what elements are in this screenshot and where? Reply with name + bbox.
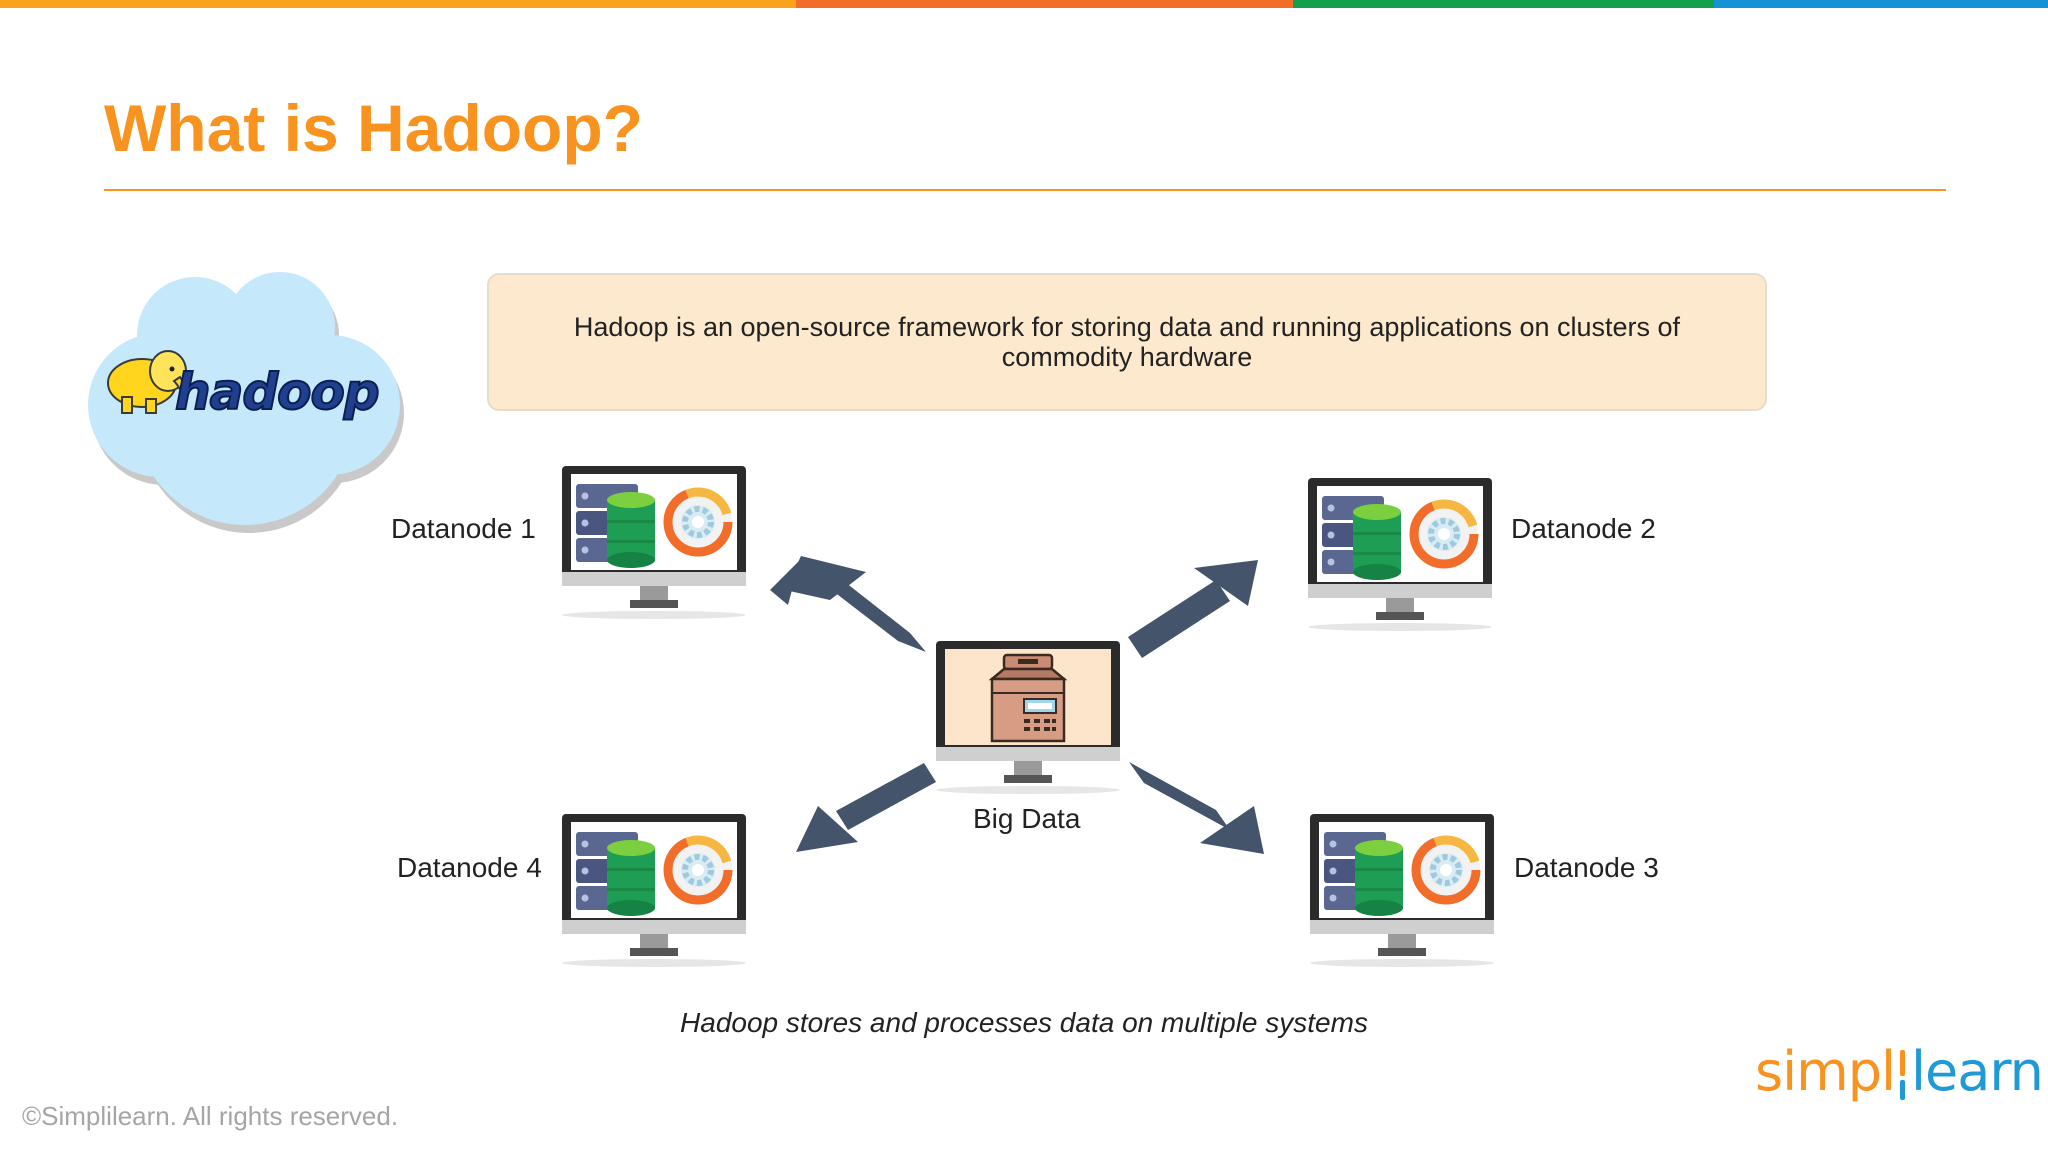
brand-text-part2: learn bbox=[1911, 1040, 2044, 1103]
datanode-1-label: Datanode 1 bbox=[391, 513, 536, 544]
copyright-footer: ©Simplilearn. All rights reserved. bbox=[22, 1101, 399, 1131]
arrow-to-datanode-4 bbox=[796, 763, 936, 852]
color-bar-segment bbox=[0, 0, 796, 8]
title-divider bbox=[104, 189, 1946, 191]
top-color-bar bbox=[0, 0, 2048, 8]
arrow-to-datanode-3 bbox=[1129, 762, 1264, 854]
color-bar-segment bbox=[1293, 0, 1714, 8]
hadoop-logo-text: hadoop bbox=[174, 362, 381, 422]
color-bar-segment bbox=[796, 0, 1293, 8]
diagram-caption: Hadoop stores and processes data on mult… bbox=[680, 1007, 1368, 1038]
datanode-2-label: Datanode 2 bbox=[1511, 513, 1656, 544]
brand-text-part1: simpl bbox=[1755, 1040, 1896, 1103]
brand-separator-icon bbox=[1899, 1050, 1907, 1100]
elephant-icon bbox=[107, 350, 187, 414]
big-data-label: Big Data bbox=[973, 803, 1081, 834]
arrow-to-datanode-1 bbox=[770, 556, 926, 652]
hadoop-cloud-logo: hadoop bbox=[80, 265, 410, 533]
color-bar-segment bbox=[1714, 0, 2048, 8]
slide-title: What is Hadoop? bbox=[104, 91, 643, 165]
datanode-4-label: Datanode 4 bbox=[397, 852, 542, 883]
definition-text: Hadoop is an open-source framework for s… bbox=[573, 312, 1681, 372]
definition-box: Hadoop is an open-source framework for s… bbox=[487, 273, 1767, 411]
arrow-to-datanode-2 bbox=[1128, 560, 1258, 658]
datanode-3-label: Datanode 3 bbox=[1514, 852, 1659, 883]
